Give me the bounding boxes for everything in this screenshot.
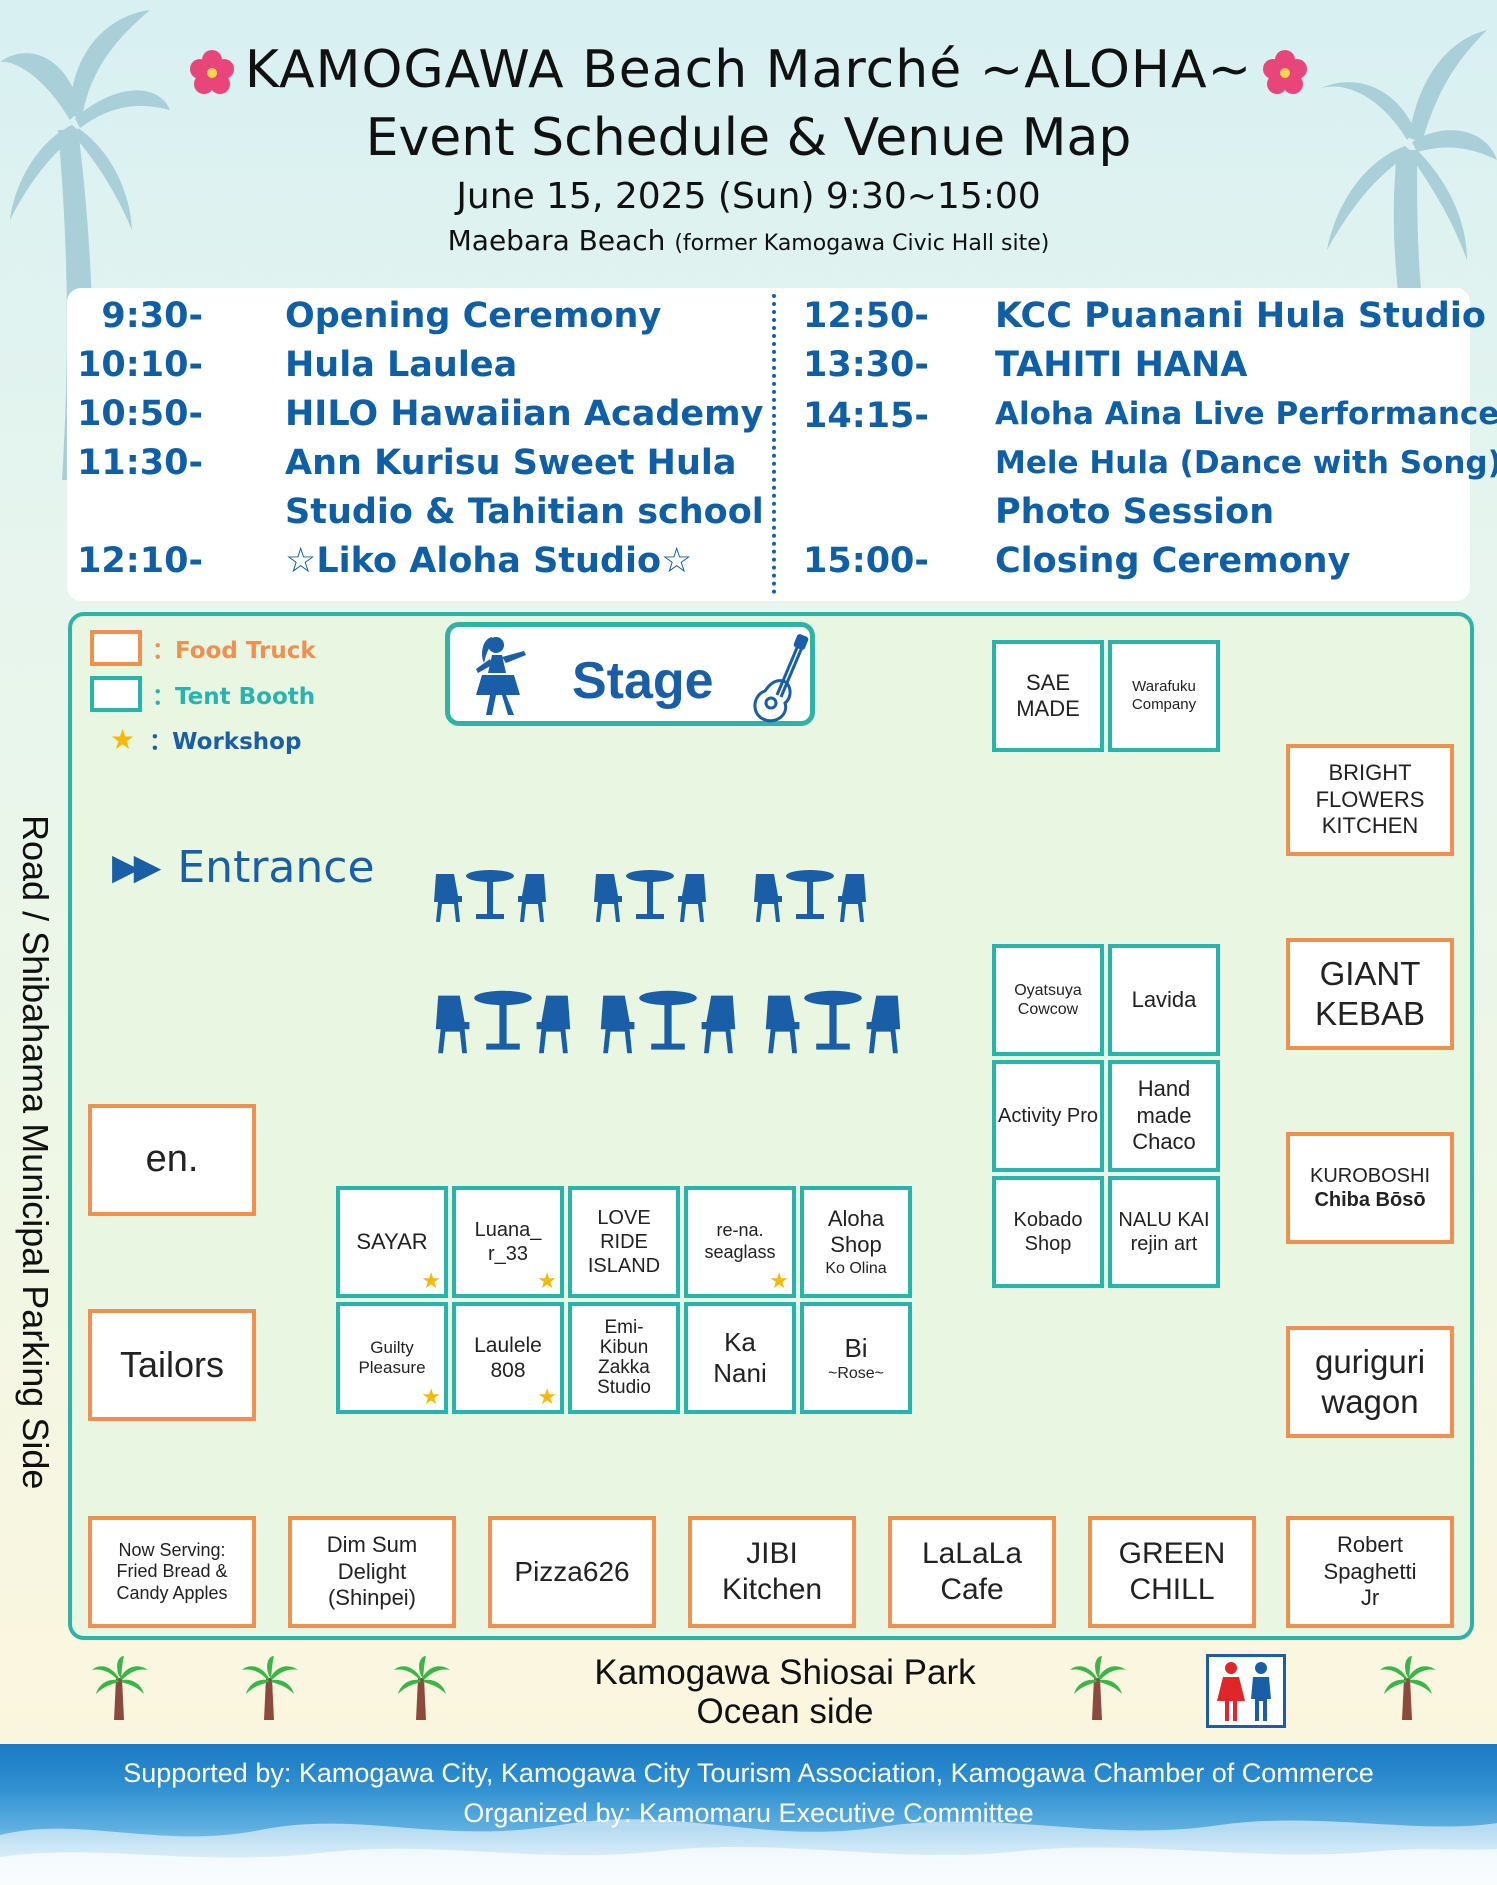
footer: Supported by: Kamogawa City, Kamogawa Ci… bbox=[0, 1744, 1497, 1885]
palm-tree-icon bbox=[1070, 1656, 1126, 1720]
table-chairs-icon bbox=[600, 990, 736, 1054]
truck-giant-kebab: GIANT KEBAB bbox=[1286, 938, 1454, 1050]
booth-lavida: Lavida bbox=[1108, 944, 1220, 1056]
booth-laulele: Laulele 808★ bbox=[452, 1302, 564, 1414]
event-place: Maebara Beach (former Kamogawa Civic Hal… bbox=[447, 224, 1050, 257]
booth-kobado-shop: Kobado Shop bbox=[992, 1176, 1104, 1288]
hula-dancer-icon bbox=[476, 637, 526, 715]
truck-en: en. bbox=[88, 1104, 256, 1216]
legend-tent-booth: ：Tent Booth bbox=[90, 676, 315, 712]
page-title: KAMOGAWA Beach Marché ~ALOHA~ bbox=[0, 40, 1497, 100]
booth-handmade-chaco: Hand made Chaco bbox=[1108, 1060, 1220, 1172]
road-side-label: Road / Shibahama Municipal Parking Side bbox=[15, 815, 56, 1490]
star-icon: ★ bbox=[421, 1268, 441, 1293]
truck-green-chill: GREEN CHILL bbox=[1088, 1516, 1256, 1628]
park-side-label: Kamogawa Shiosai Park Ocean side bbox=[594, 1653, 976, 1731]
booth-luana: Luana_ r_33★ bbox=[452, 1186, 564, 1298]
booth-love-ride-island: LOVE RIDE ISLAND bbox=[568, 1186, 680, 1298]
palm-tree-icon bbox=[394, 1656, 450, 1720]
booth-ka-nani: Ka Nani bbox=[684, 1302, 796, 1414]
star-icon: ★ bbox=[421, 1384, 441, 1409]
table-chairs-icon bbox=[754, 870, 866, 922]
venue-map: ：Food Truck ：Tent Booth ★ ：Workshop Stag… bbox=[68, 612, 1474, 1640]
truck-now-serving: Now Serving: Fried Bread & Candy Apples bbox=[88, 1516, 256, 1628]
booth-sayar: SAYAR★ bbox=[336, 1186, 448, 1298]
palm-tree-icon bbox=[1380, 1656, 1436, 1720]
star-icon: ★ bbox=[537, 1384, 557, 1409]
booth-warafuku: Warafuku Company bbox=[1108, 640, 1220, 752]
legend-tent-swatch bbox=[90, 676, 142, 712]
legend-food-swatch bbox=[90, 630, 142, 666]
booth-guilty-pleasure: Guilty Pleasure★ bbox=[336, 1302, 448, 1414]
booth-sae-made: SAE MADE bbox=[992, 640, 1104, 752]
page-subtitle: Event Schedule & Venue Map bbox=[365, 108, 1132, 168]
star-icon: ★ bbox=[110, 722, 136, 756]
legend-workshop: ★ ：Workshop bbox=[110, 722, 302, 756]
restroom-icon bbox=[1206, 1654, 1286, 1728]
arrow-right-icon: ▶▶ bbox=[112, 847, 161, 888]
truck-lalala-cafe: LaLaLa Cafe bbox=[888, 1516, 1056, 1628]
booth-emi-kibun: Emi- Kibun Zakka Studio bbox=[568, 1302, 680, 1414]
event-date: June 15, 2025 (Sun) 9:30~15:00 bbox=[456, 176, 1041, 217]
truck-tailors: Tailors bbox=[88, 1309, 256, 1421]
truck-robert-spaghetti: Robert Spaghetti Jr bbox=[1286, 1516, 1454, 1628]
truck-bright-flowers: BRIGHT FLOWERS KITCHEN bbox=[1286, 744, 1454, 856]
stage-label: Stage bbox=[572, 652, 714, 710]
title-line-1: KAMOGAWA Beach Marché ~ALOHA~ bbox=[244, 40, 1253, 100]
booth-aloha-shop: Aloha Shop Ko Olina bbox=[800, 1186, 912, 1298]
ukulele-icon bbox=[753, 634, 809, 723]
booth-bi-rose: Bi ~Rose~ bbox=[800, 1302, 912, 1414]
palm-tree-icon bbox=[242, 1656, 298, 1720]
booth-re-na-seaglass: re-na. seaglass★ bbox=[684, 1186, 796, 1298]
supported-by: Supported by: Kamogawa City, Kamogawa Ci… bbox=[123, 1758, 1374, 1788]
truck-kuroboshi: KUROBOSHI Chiba Bōsō bbox=[1286, 1132, 1454, 1244]
truck-guriguri: guriguri wagon bbox=[1286, 1326, 1454, 1438]
organized-by: Organized by: Kamomaru Executive Committ… bbox=[463, 1798, 1034, 1828]
booth-activity-pro: Activity Pro bbox=[992, 1060, 1104, 1172]
truck-pizza626: Pizza626 bbox=[488, 1516, 656, 1628]
truck-jibi-kitchen: JIBI Kitchen bbox=[688, 1516, 856, 1628]
booth-nalu-kai: NALU KAI rejin art bbox=[1108, 1176, 1220, 1288]
hibiscus-icon bbox=[1263, 50, 1308, 94]
table-chairs-icon bbox=[594, 870, 706, 922]
ocean-waves bbox=[0, 1819, 1497, 1885]
hibiscus-icon bbox=[189, 50, 234, 94]
table-chairs-icon bbox=[765, 990, 901, 1054]
schedule-divider bbox=[772, 294, 776, 594]
legend-food-truck: ：Food Truck bbox=[90, 630, 316, 666]
star-icon: ★ bbox=[769, 1268, 789, 1293]
stage: Stage bbox=[445, 622, 815, 726]
entrance: ▶▶ Entrance bbox=[112, 842, 375, 893]
palm-tree-icon bbox=[92, 1656, 148, 1720]
booth-oyatsuya: Oyatsuya Cowcow bbox=[992, 944, 1104, 1056]
star-icon: ★ bbox=[537, 1268, 557, 1293]
schedule-panel: 9:30- Opening Ceremony 10:10- Hula Laule… bbox=[67, 288, 1497, 601]
palm-tree-icon bbox=[1317, 30, 1497, 300]
truck-dim-sum: Dim Sum Delight (Shinpei) bbox=[288, 1516, 456, 1628]
table-chairs-icon bbox=[434, 870, 546, 922]
table-chairs-icon bbox=[435, 990, 571, 1054]
